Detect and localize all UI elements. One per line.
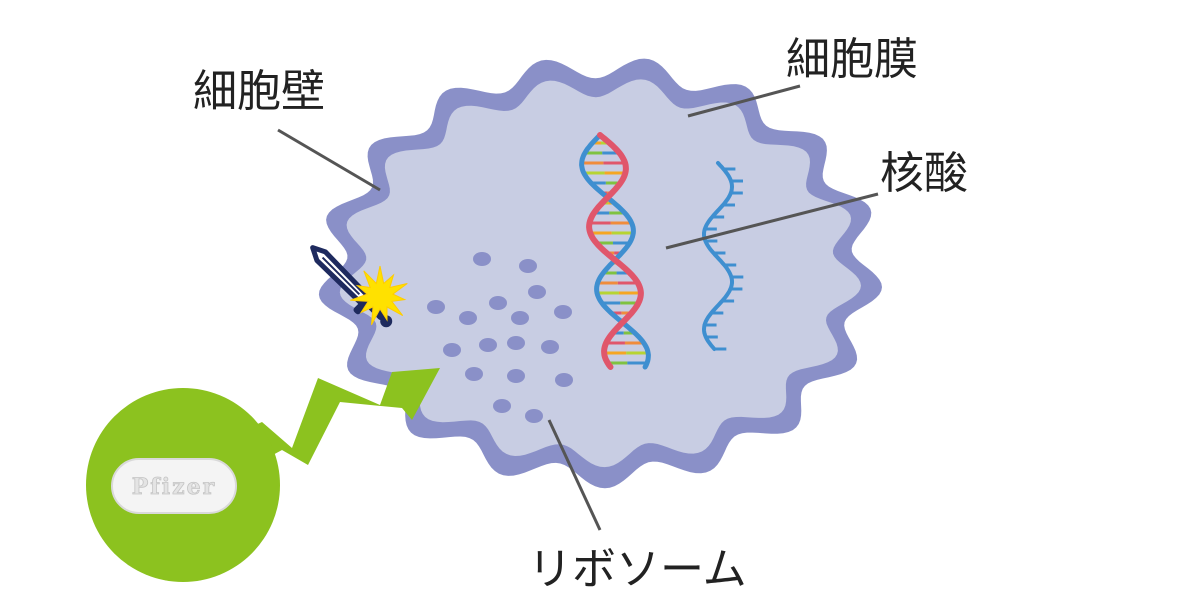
ribosome-dot bbox=[489, 296, 507, 310]
ribosome-dot bbox=[479, 338, 497, 352]
ribosome-dot bbox=[465, 367, 483, 381]
ribosome-dot bbox=[507, 336, 525, 350]
ribosome-dot bbox=[519, 259, 537, 273]
label-ribosome: リボソーム bbox=[528, 544, 747, 595]
ribosome-dot bbox=[554, 305, 572, 319]
ribosome-dot bbox=[525, 409, 543, 423]
rna-backbone bbox=[701, 161, 735, 351]
dna-double-helix-icon bbox=[579, 132, 651, 370]
label-cell-membrane: 細胞膜 bbox=[786, 34, 918, 85]
label-nucleic-acid: 核酸 bbox=[880, 148, 968, 199]
pill-badge: Pfizer bbox=[86, 388, 280, 582]
ribosome-dot bbox=[427, 300, 445, 314]
leader-line-cell-wall bbox=[277, 128, 381, 192]
impact-burst-icon bbox=[350, 265, 408, 326]
ribosome-dot bbox=[541, 340, 559, 354]
ribosome-dot bbox=[493, 399, 511, 413]
ribosome-dot bbox=[528, 285, 546, 299]
leader-line-cell-membrane bbox=[687, 84, 801, 118]
pill-icon bbox=[111, 458, 237, 514]
ribosome-dot bbox=[555, 373, 573, 387]
rna-strand-icon bbox=[701, 161, 744, 351]
leader-line-nucleic-acid bbox=[665, 192, 879, 250]
ribosome-dot bbox=[459, 311, 477, 325]
ribosome-dot bbox=[473, 252, 491, 266]
leader-line-ribosome bbox=[547, 419, 602, 531]
ribosome-dots-icon bbox=[427, 252, 573, 423]
leader-lines bbox=[277, 84, 879, 531]
ribosome-dot bbox=[443, 343, 461, 357]
dna-strand-blue bbox=[579, 132, 651, 370]
pill-imprint: Pfizer bbox=[132, 474, 216, 500]
ribosome-dot bbox=[511, 311, 529, 325]
ribosome-dot bbox=[507, 369, 525, 383]
dna-strand-red bbox=[586, 132, 644, 370]
label-cell-wall: 細胞壁 bbox=[193, 66, 325, 117]
